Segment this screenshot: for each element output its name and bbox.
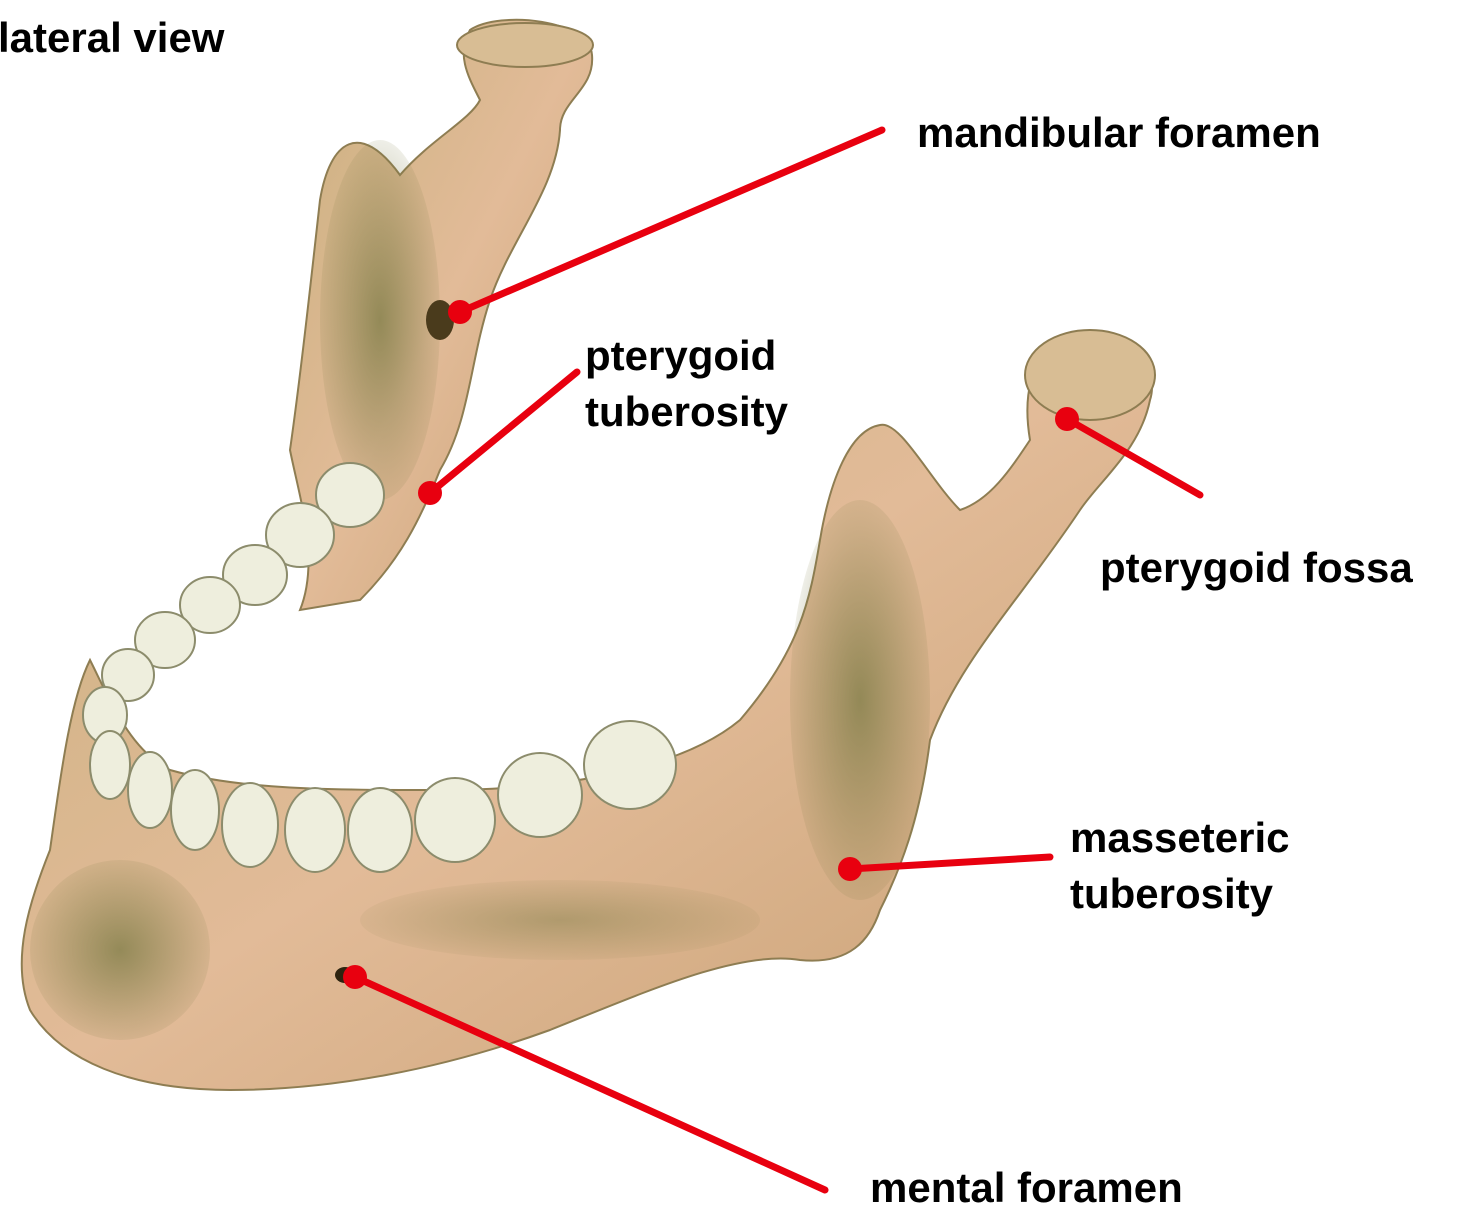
diagram-title: lateral view xyxy=(0,10,224,66)
ramus-shading xyxy=(790,500,930,900)
dot-pterygoid-tuberosity xyxy=(418,481,442,505)
label-pterygoid-tuberosity: pterygoid tuberosity xyxy=(585,328,788,440)
label-line: tuberosity xyxy=(1070,866,1290,922)
dot-masseteric-tuberosity xyxy=(838,857,862,881)
left-condyle xyxy=(457,23,593,67)
dot-mandibular-foramen xyxy=(448,300,472,324)
label-line: pterygoid xyxy=(585,328,788,384)
dot-pterygoid-fossa xyxy=(1055,407,1079,431)
label-line: masseteric xyxy=(1070,810,1290,866)
label-line: tuberosity xyxy=(585,384,788,440)
right-condyle xyxy=(1025,330,1155,420)
label-masseteric-tuberosity: masseteric tuberosity xyxy=(1070,810,1290,922)
body-shading xyxy=(360,880,760,960)
left-ramus-shading xyxy=(320,140,440,500)
label-pterygoid-fossa: pterygoid fossa xyxy=(1100,540,1413,596)
label-mental-foramen: mental foramen xyxy=(870,1160,1183,1216)
label-mandibular-foramen: mandibular foramen xyxy=(917,105,1321,161)
dot-mental-foramen xyxy=(343,965,367,989)
chin-shading xyxy=(30,860,210,1040)
